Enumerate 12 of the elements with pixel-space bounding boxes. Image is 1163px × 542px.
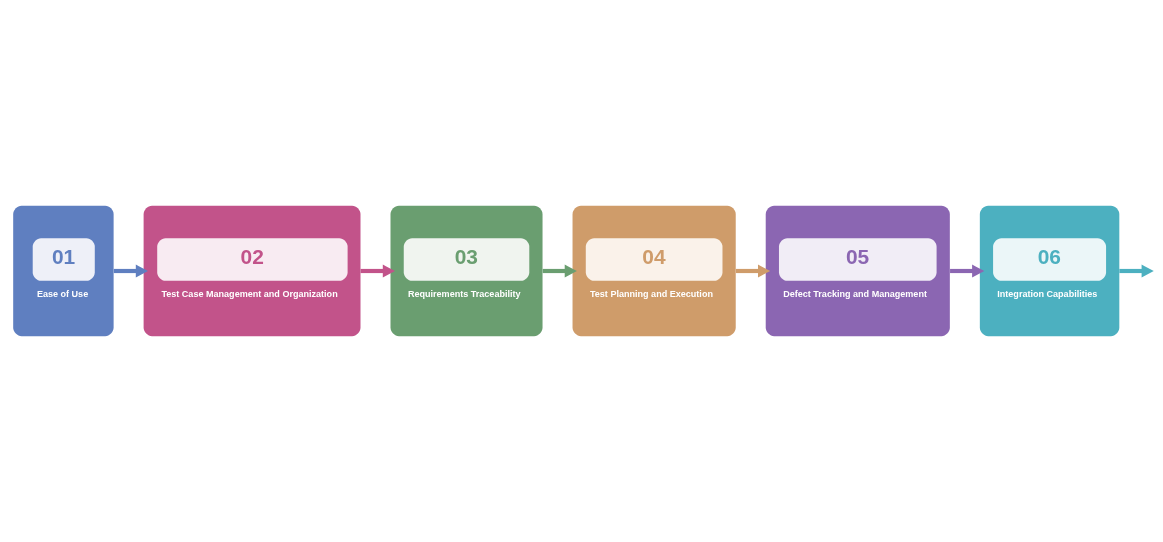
arrow [113,264,148,278]
arrow [542,264,577,278]
arrow [950,264,985,278]
node-box: 04 Test Planning and Execution [572,205,736,337]
arrow [1119,264,1154,278]
arrow [735,264,771,278]
node-box: 05 Defect Tracking and Management [765,205,950,337]
node-box: 02 Test Case Management and Organization [143,205,361,337]
node-box: 03 Requirements Traceability [390,205,543,337]
arrow [360,264,395,278]
node-box: 06 Integration Capabilities [979,205,1120,337]
node-box: 01 Ease of Use [13,205,114,337]
